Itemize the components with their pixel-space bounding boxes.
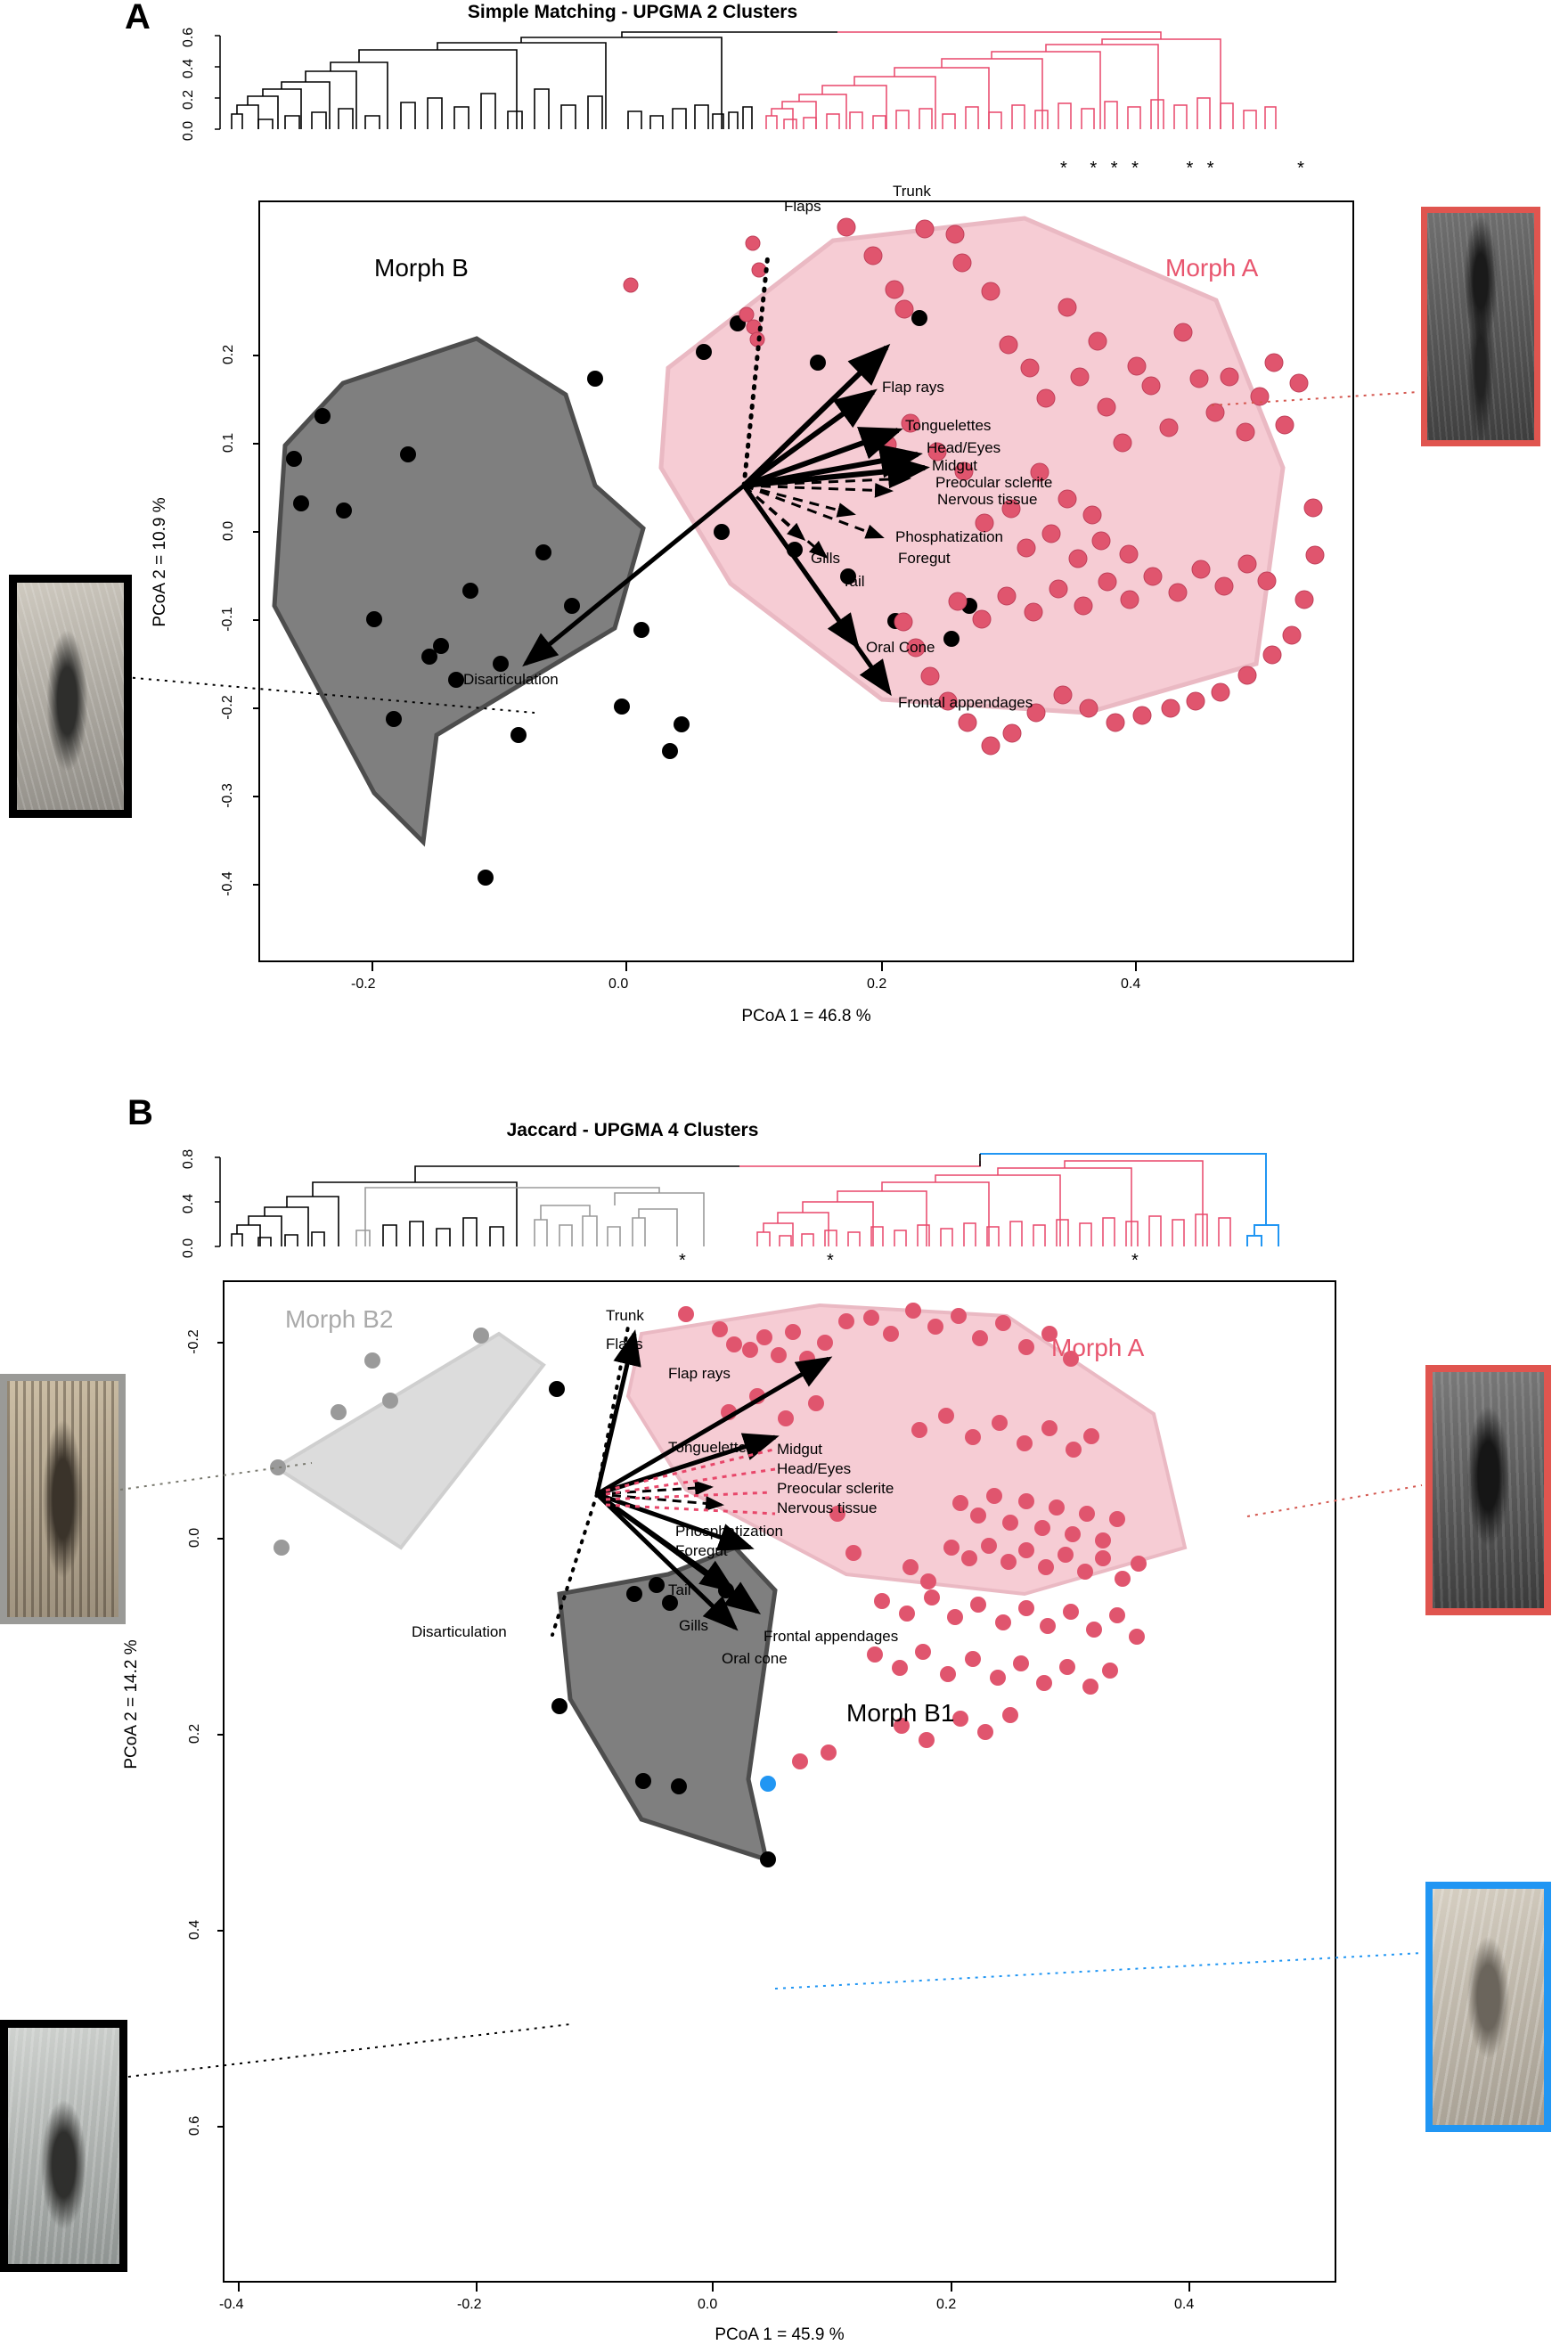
photo-b-right-bottom <box>1425 1882 1551 2132</box>
asterisk: * <box>1297 159 1306 178</box>
specimen-image-b-right-top <box>1433 1372 1544 1608</box>
morph-a-label-b: Morph A <box>1051 1334 1145 1361</box>
trait-label-frontal-appendages: Frontal appendages <box>898 694 1033 711</box>
asterisk: * <box>1206 159 1216 178</box>
trait-label-b-flaps: Flaps <box>606 1336 643 1352</box>
trait-label-preocular-sclerite: Preocular sclerite <box>935 474 1053 491</box>
trait-label-b-tail: Tail <box>668 1581 691 1598</box>
leader-lines-a <box>124 391 1419 714</box>
panel-b-dendrogram-asterisks: * * * <box>223 1251 1310 1272</box>
panel-b-xlabel: PCoA 1 = 45.9 % <box>715 2325 845 2344</box>
panel-b: B Jaccard - UPGMA 4 Clusters <box>0 1093 1568 2344</box>
panel-b-xaxis: -0.4 -0.2 0.0 0.2 0.4 <box>219 2283 1336 2312</box>
morph-b2-label: Morph B2 <box>285 1305 394 1333</box>
panel-a-xlabel: PCoA 1 = 46.8 % <box>741 1007 871 1025</box>
trait-label-nervous-tissue: Nervous tissue <box>937 491 1038 508</box>
panel-b-dendrogram-yaxis: 0.0 0.4 0.8 <box>174 1147 227 1258</box>
morph-b1-label: Morph B1 <box>846 1699 955 1727</box>
panel-a-dendrogram <box>223 27 1292 143</box>
asterisk: * <box>1131 159 1140 178</box>
trait-label-b-nervous-tissue: Nervous tissue <box>777 1499 878 1516</box>
panel-a-xaxis: -0.2 0.0 0.2 0.4 <box>258 962 1354 992</box>
specimen-image-a-right <box>1427 213 1534 440</box>
xtick-b-3: 0.2 <box>936 2297 957 2312</box>
trait-label-b-preocular-sclerite: Preocular sclerite <box>777 1480 894 1497</box>
trait-label-foregut: Foregut <box>898 550 951 567</box>
xtick-b-2: 0.0 <box>698 2297 718 2312</box>
specimen-image-a-left <box>17 583 124 810</box>
trait-label-tail: Tail <box>842 573 865 590</box>
trait-label-b-head-eyes: Head/Eyes <box>777 1460 852 1477</box>
xtick-a-0: -0.2 <box>351 976 376 992</box>
asterisk: * <box>827 1251 834 1271</box>
panel-a-pcoa-plot: Flaps Trunk Flap rays Tonguelettes Head/… <box>258 183 1354 962</box>
trait-label-b-flap-rays: Flap rays <box>668 1365 731 1382</box>
trait-label-midgut: Midgut <box>932 457 978 474</box>
asterisk: * <box>1060 159 1069 178</box>
photo-a-left <box>9 575 132 818</box>
asterisk: * <box>1131 1251 1139 1271</box>
panel-b-dendrogram <box>223 1147 1310 1258</box>
panel-b-pcoa-plot: Trunk Flaps Flap rays Tonguelettes Midgu… <box>223 1280 1336 2283</box>
panel-b-yaxis: -0.2 0.0 0.2 0.4 0.6 <box>169 1280 225 2283</box>
asterisk: * <box>1110 159 1120 178</box>
panel-a-letter: A <box>125 0 151 37</box>
trait-label-b-foregut: Foregut <box>675 1542 728 1559</box>
panel-a-dendrogram-asterisks: * * * * * * * <box>1060 159 1306 179</box>
photo-b-left-top <box>0 1374 126 1624</box>
xtick-a-2: 0.2 <box>867 976 887 992</box>
specimen-image-b-right-bottom <box>1433 1889 1544 2125</box>
trait-label-b-gills: Gills <box>679 1617 709 1634</box>
trait-label-tonguelettes: Tonguelettes <box>905 417 992 434</box>
panel-a: A Simple Matching - UPGMA 2 Clusters <box>0 0 1568 1087</box>
asterisk: * <box>679 1251 686 1271</box>
asterisk: * <box>1090 159 1099 178</box>
photo-a-right <box>1421 207 1540 446</box>
trait-label-gills: Gills <box>811 550 841 567</box>
trait-label-phosphatization: Phosphatization <box>895 528 1003 545</box>
trait-label-head-eyes: Head/Eyes <box>927 439 1001 456</box>
trait-label-disarticulation: Disarticulation <box>463 671 559 688</box>
trait-label-b-phosphatization: Phosphatization <box>675 1523 783 1540</box>
morph-b-label: Morph B <box>374 254 469 282</box>
panel-a-dendrogram-yaxis: 0.0 0.2 0.4 0.6 <box>174 27 227 143</box>
photo-b-right-top <box>1425 1365 1551 1615</box>
xtick-b-4: 0.4 <box>1174 2297 1195 2312</box>
panel-b-dendrogram-title: Jaccard - UPGMA 4 Clusters <box>506 1120 759 1140</box>
trait-label-b-oral-cone: Oral cone <box>722 1650 788 1667</box>
xtick-b-1: -0.2 <box>457 2297 482 2312</box>
trait-label-b-midgut: Midgut <box>777 1441 823 1458</box>
trait-label-flaps: Flaps <box>784 198 821 215</box>
trait-label-flap-rays: Flap rays <box>882 379 944 396</box>
trait-label-b-disarticulation: Disarticulation <box>412 1623 507 1640</box>
trait-label-b-trunk: Trunk <box>606 1307 644 1324</box>
panel-b-letter: B <box>127 1093 153 1132</box>
leader-lines-b <box>119 1462 1423 2079</box>
trait-label-trunk: Trunk <box>893 183 931 200</box>
xtick-a-1: 0.0 <box>608 976 629 992</box>
morph-a-label: Morph A <box>1165 254 1259 282</box>
xtick-a-3: 0.4 <box>1121 976 1141 992</box>
panel-a-dendrogram-title: Simple Matching - UPGMA 2 Clusters <box>467 2 798 22</box>
xtick-b-0: -0.4 <box>219 2297 244 2312</box>
asterisk: * <box>1186 159 1196 178</box>
panel-a-yaxis: -0.4 -0.3 -0.2 -0.1 0.0 0.1 0.2 <box>205 200 260 962</box>
trait-label-oral-cone: Oral Cone <box>866 639 935 656</box>
trait-label-b-frontal-appendages: Frontal appendages <box>764 1628 899 1645</box>
trait-label-b-tonguelettes: Tonguelettes <box>668 1439 755 1456</box>
specimen-image-b-left-top <box>7 1381 118 1617</box>
